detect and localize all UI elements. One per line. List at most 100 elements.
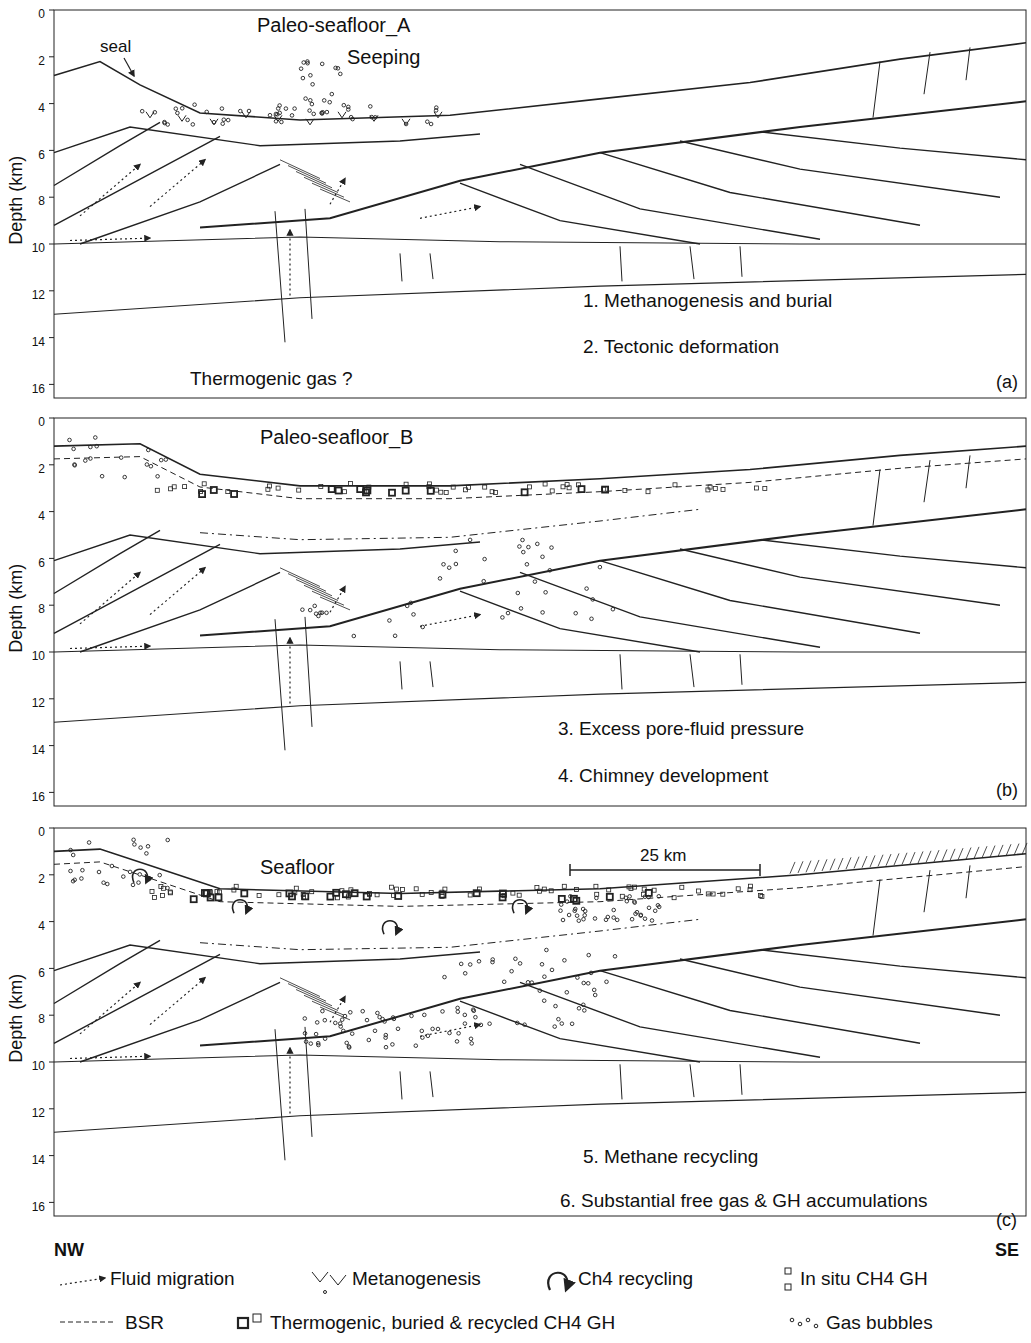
scale-bar-end [759,864,761,876]
fault-line [740,246,742,276]
gas-bubble [80,877,84,881]
gas-bubble [581,907,585,911]
fault-line [873,62,880,118]
fault-line [305,1027,312,1137]
gas-bubble [491,960,495,964]
gas-bubble [519,607,523,611]
horizon-line [54,136,220,225]
gas-bubble [516,591,520,595]
gas-bubble [463,972,467,976]
gas-hydrate-square [595,892,599,896]
gas-bubble [110,864,114,868]
gas-bubble [102,881,106,885]
axis-number: 14 [32,336,45,350]
gas-hydrate-square [403,488,409,494]
legend-text: Fluid migration [110,1268,235,1290]
gas-hydrate-square [483,485,487,489]
chimney-fracture [288,574,326,592]
horizon-line [520,572,820,647]
gas-bubble [334,66,338,70]
gas-bubble [653,909,657,913]
horizon-line [54,274,1026,314]
gas-bubble [463,1022,467,1026]
gas-bubble [612,916,616,920]
gas-bubble [526,981,530,985]
gas-bubble [477,960,481,964]
gas-bubble [122,875,126,879]
gas-bubble [560,1022,564,1026]
gas-bubble [442,563,446,567]
fluid-migration-arrow [150,978,205,1025]
gas-bubble [454,562,458,566]
gas-hydrate-square [216,894,222,900]
gas-hydrate-square [511,891,515,895]
axis-number: 2 [38,873,45,887]
gas-bubble [454,549,458,553]
gas-bubble [538,989,542,993]
horizon-line [54,544,220,633]
chimney-fracture [304,995,338,1010]
fault-line [740,1064,742,1095]
step-label: 6. Substantial free gas & GH accumulatio… [560,1190,928,1212]
gas-bubble [308,608,312,612]
gas-bubble [542,999,546,1003]
horizon-line [54,1092,1026,1132]
gas-hydrate-square [763,486,767,490]
gas-bubble [426,120,430,124]
gas-hydrate-square [343,891,349,897]
gas-hydrate-square [364,894,370,900]
gas-bubble [373,1029,377,1033]
ch4-recycling-loop [513,900,528,914]
panel-letter: (b) [996,780,1018,801]
gas-bubble [543,975,547,979]
fault-line [305,617,312,727]
horizon-line [54,122,160,185]
gas-bubble [278,111,282,115]
slope-hatch [822,859,827,871]
gas-bubble [479,1023,483,1027]
gas-bubble [409,601,413,605]
gas-hydrate-square [706,488,710,492]
gas-bubble [634,912,638,916]
axis-tick [49,828,54,829]
gas-hydrate-square [517,893,521,897]
gas-bubble [483,557,487,561]
gas-hydrate-square [493,490,497,494]
legend-bubble-sample [790,1318,794,1322]
gas-bubble [73,463,77,467]
gas-bubble [239,109,243,113]
gas-bubble [550,968,554,972]
gas-bubble [84,459,88,463]
gas-bubble [563,959,567,963]
gas-hydrate-square [629,887,633,891]
legend-text: In situ CH4 GH [800,1268,928,1290]
chimney-fracture [312,1001,344,1015]
gas-bubble [472,1009,476,1013]
gas-bubble [303,1032,307,1036]
gas-bubble [94,436,98,440]
fluid-migration-arrow [70,1056,150,1058]
fault-line [430,1071,433,1097]
gas-hydrate-square [468,893,472,897]
gas-bubble [384,1033,388,1037]
seafloor-line [54,849,1026,893]
gas-hydrate-square [395,887,399,891]
gas-hydrate-square [522,489,528,495]
axis-tick [49,1155,54,1156]
gas-bubble [146,845,150,849]
gas-bubble [575,914,579,918]
ch4-recycling-loop [383,921,398,935]
gas-hydrate-square [736,887,740,891]
fault-line [966,455,970,488]
step-label: 4. Chimney development [558,765,768,787]
methanogenesis-mark [210,119,218,125]
gas-bubble [554,1004,558,1008]
gas-hydrate-square [172,485,176,489]
fault-line [430,253,433,279]
slope-hatch [854,857,859,869]
gas-hydrate-square [713,487,717,491]
gas-hydrate-square [673,483,677,487]
gas-hydrate-square [336,488,342,494]
gas-hydrate-square [573,898,579,904]
bsr-line [54,862,1026,907]
